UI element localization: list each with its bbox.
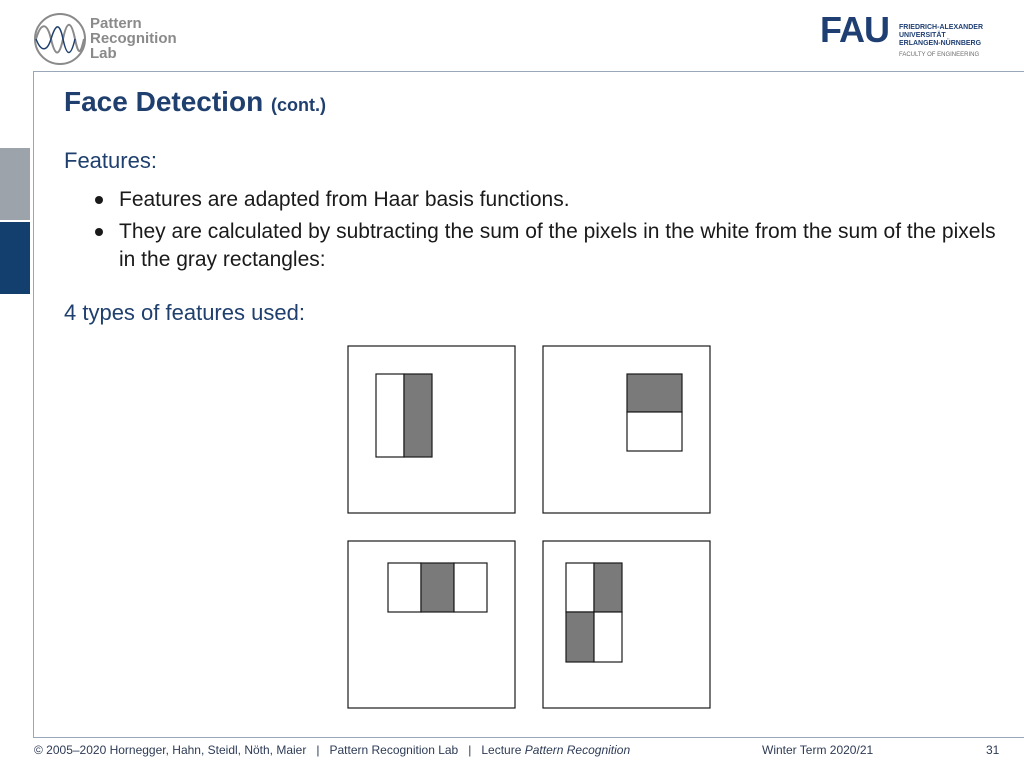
side-marker-blue bbox=[0, 222, 30, 294]
footer-lecture-prefix: Lecture bbox=[481, 743, 522, 757]
footer-credits: © 2005–2020 Hornegger, Hahn, Steidl, Nöt… bbox=[34, 743, 631, 757]
frame-bottom-line bbox=[33, 737, 1024, 738]
footer-term: Winter Term 2020/21 bbox=[762, 743, 874, 757]
bullet-item-2: They are calculated by subtracting the s… bbox=[92, 218, 1002, 274]
bullet-text-1: Features are adapted from Haar basis fun… bbox=[119, 188, 570, 211]
lab-logo-line-2: Recognition bbox=[90, 30, 177, 47]
panel-2-white-rect bbox=[626, 411, 683, 452]
haar-features-svg bbox=[347, 345, 711, 709]
bullet-text-2: They are calculated by subtracting the s… bbox=[119, 220, 996, 271]
footer-lab: Pattern Recognition Lab bbox=[329, 743, 459, 757]
slide-title-main: Face Detection bbox=[64, 86, 264, 117]
lab-logo-line-3: Lab bbox=[90, 45, 117, 62]
fau-logo-line-3: ERLANGEN-NÜRNBERG bbox=[899, 40, 982, 47]
panel-3-gray-rect bbox=[420, 562, 455, 613]
slide-title-suffix: (cont.) bbox=[270, 95, 326, 115]
frame-top-line bbox=[33, 71, 1024, 72]
side-marker-gray bbox=[0, 148, 30, 220]
bullet-list: Features are adapted from Haar basis fun… bbox=[92, 186, 1002, 278]
fau-logo-word: FAU bbox=[820, 9, 890, 50]
frame-left-line bbox=[33, 71, 34, 737]
panel-2-gray-rect bbox=[626, 373, 683, 413]
panel-4-white-rect-br bbox=[593, 611, 623, 663]
fau-logo-line-1: FRIEDRICH-ALEXANDER bbox=[899, 24, 983, 31]
panel-3-white-rect-right bbox=[453, 562, 488, 613]
slide-title: Face Detection (cont.) bbox=[64, 86, 326, 118]
lab-logo-icon bbox=[34, 13, 86, 65]
panel-3-white-rect-left bbox=[387, 562, 422, 613]
footer-lecture-name: Pattern Recognition bbox=[524, 743, 631, 757]
footer-page-number: 31 bbox=[986, 743, 1000, 757]
panel-1-gray-rect bbox=[403, 373, 433, 458]
haar-features-figure bbox=[346, 344, 712, 710]
bullet-dot-icon bbox=[95, 228, 103, 236]
fau-logo-line-2: UNIVERSITÄT bbox=[899, 32, 946, 39]
lab-logo-line-1: Pattern bbox=[90, 15, 142, 32]
panel-4-white-rect-tl bbox=[565, 562, 595, 613]
bullet-item-1: Features are adapted from Haar basis fun… bbox=[92, 186, 1002, 214]
panel-4-gray-rect-bl bbox=[565, 611, 595, 663]
panel-1-white-rect bbox=[375, 373, 405, 458]
footer-copyright: © 2005–2020 Hornegger, Hahn, Steidl, Nöt… bbox=[34, 743, 307, 757]
section-feature-types: 4 types of features used: bbox=[64, 300, 305, 325]
fau-logo: FAU FRIEDRICH-ALEXANDER UNIVERSITÄT ERLA… bbox=[820, 12, 1000, 62]
pattern-recognition-lab-logo: Pattern Recognition Lab bbox=[33, 12, 193, 68]
bullet-dot-icon bbox=[95, 196, 103, 204]
fau-faculty: FACULTY OF ENGINEERING bbox=[899, 52, 980, 58]
panel-4-gray-rect-tr bbox=[593, 562, 623, 613]
section-features: Features: bbox=[64, 148, 157, 173]
